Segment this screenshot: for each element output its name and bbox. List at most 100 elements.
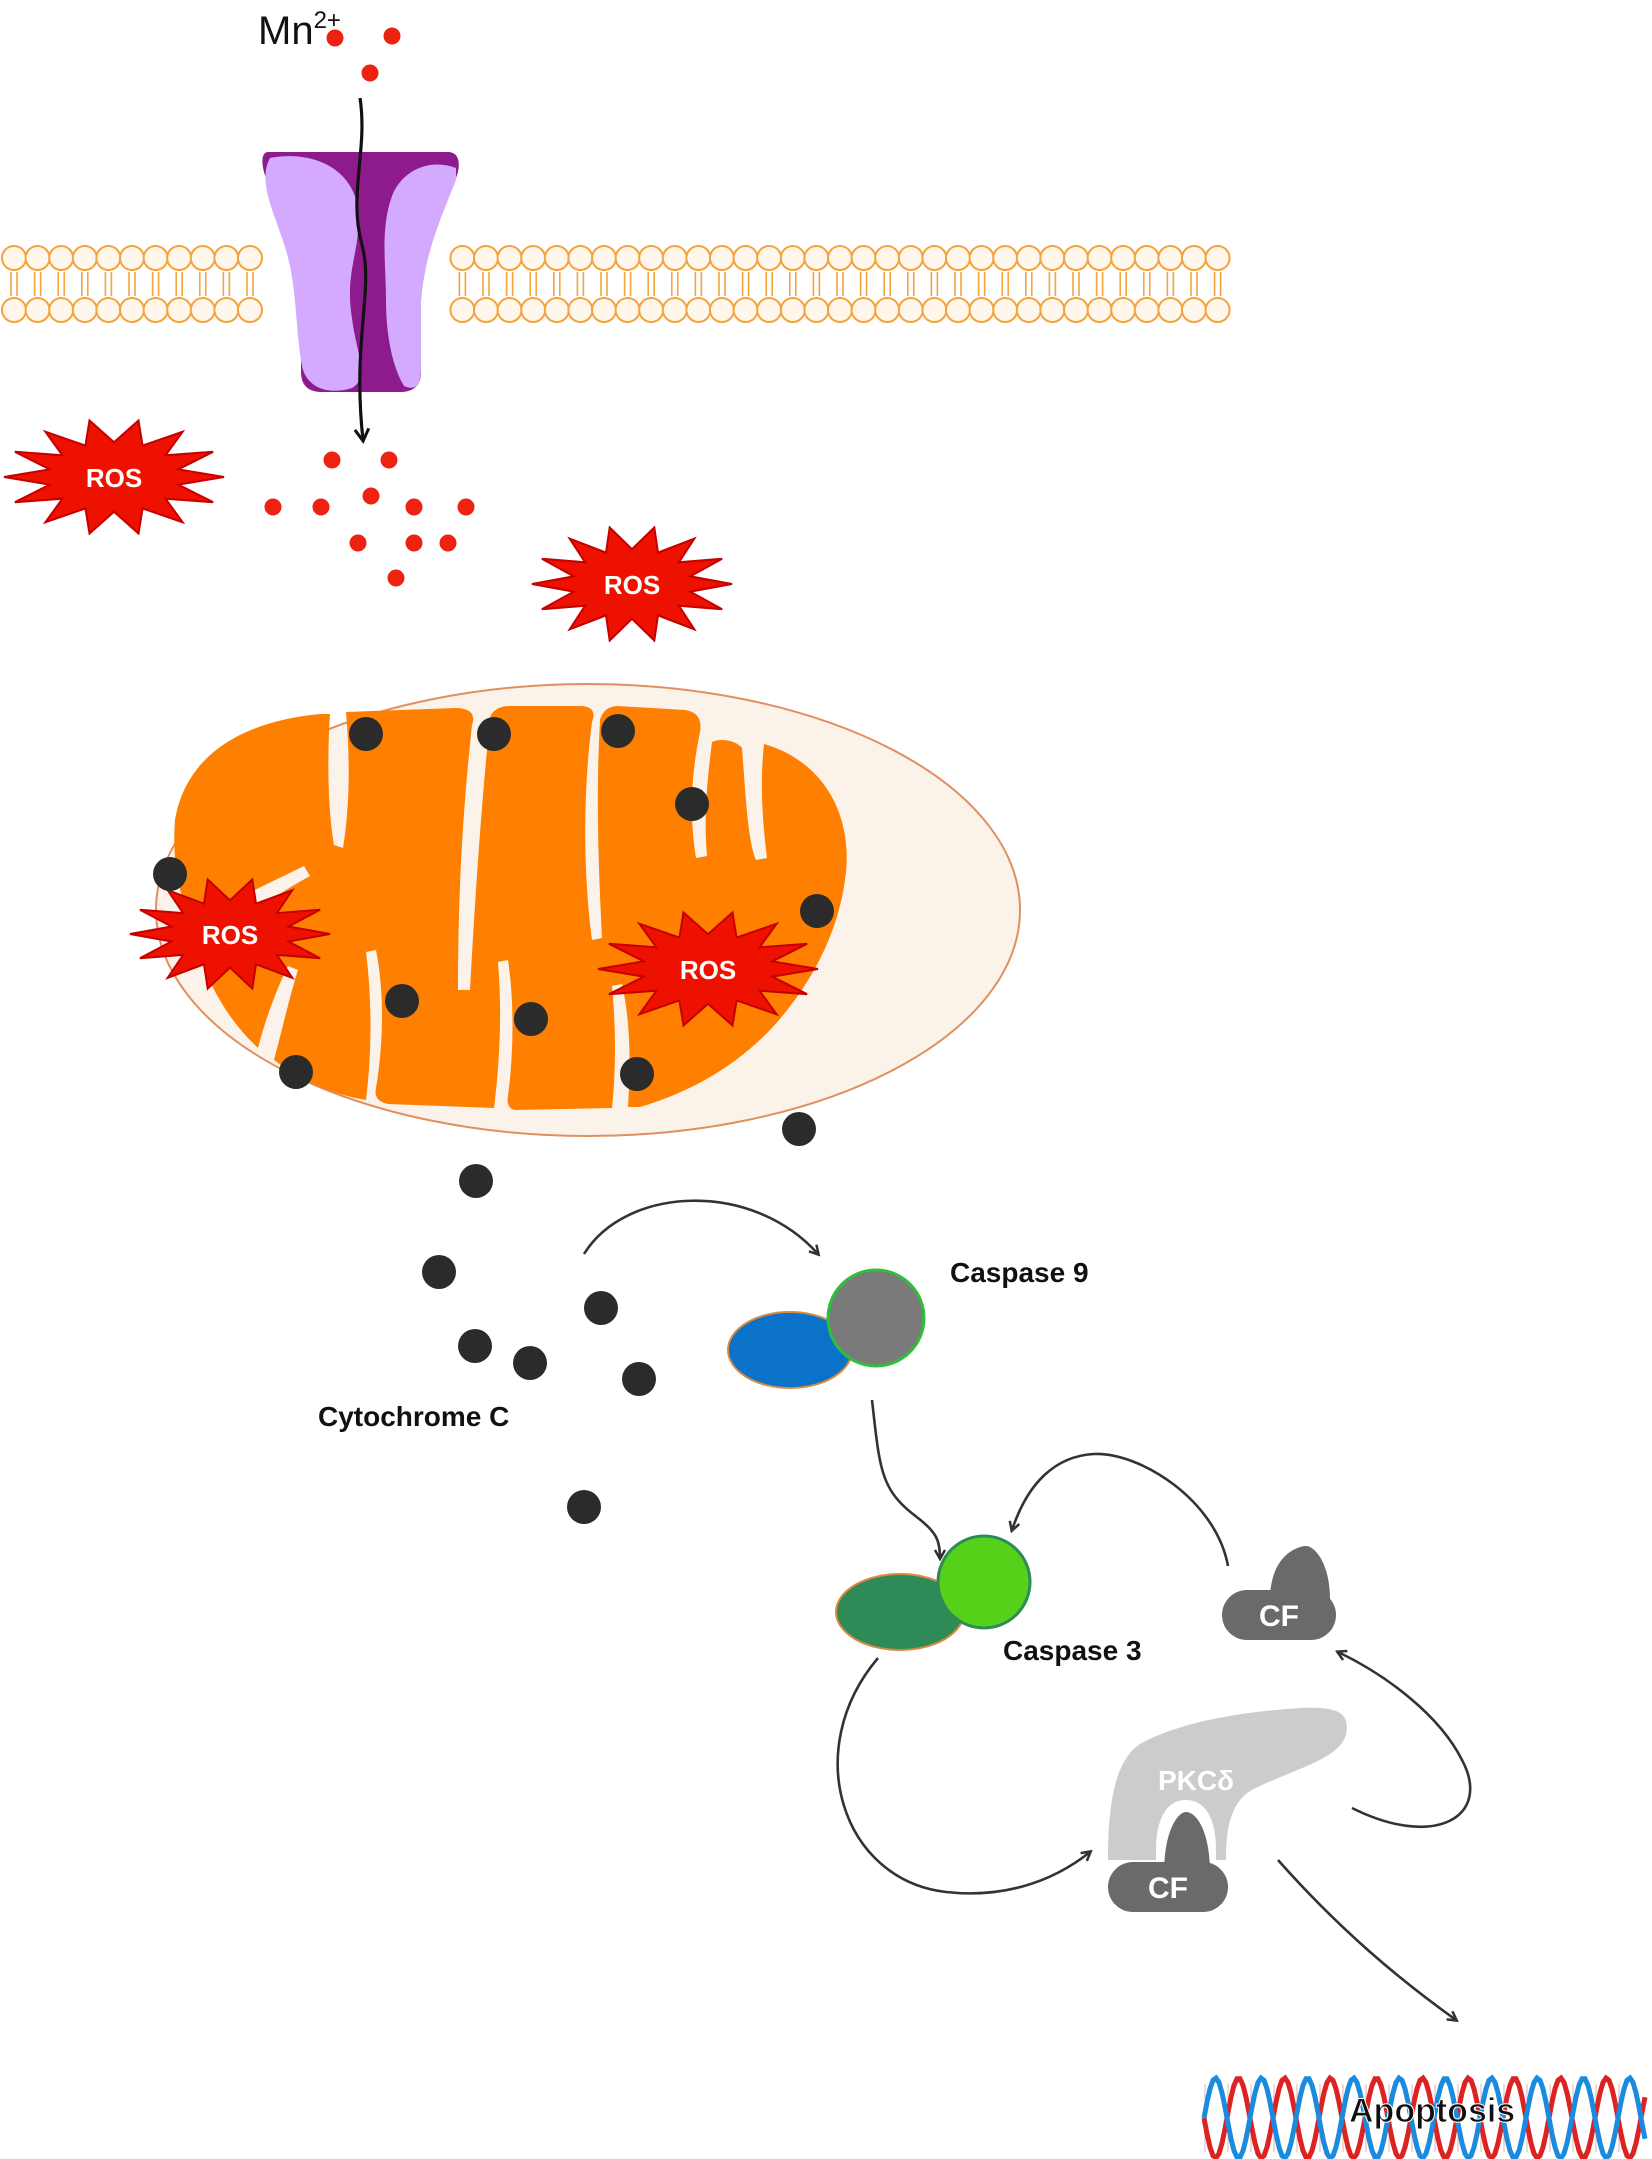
mn-ion [405, 498, 423, 516]
phospholipid-head [237, 297, 263, 323]
cytochrome-c [279, 1055, 313, 1089]
phospholipid-head [709, 297, 735, 323]
phospholipid-head [992, 245, 1019, 271]
pkc-delta-label: PKCδ [1158, 1765, 1234, 1796]
mn-ion [361, 64, 379, 82]
phospholipid-head [1086, 245, 1113, 271]
ion-label: Mn2+ [258, 7, 341, 53]
phospholipid-head [756, 297, 783, 323]
phospholipid-head [827, 245, 853, 271]
phospholipid-head [189, 297, 216, 323]
cytochrome-c [620, 1057, 654, 1091]
ion-channel [262, 152, 459, 392]
phospholipid-head [732, 297, 759, 323]
phospholipid-head [71, 297, 98, 323]
phospholipid-head [1086, 297, 1113, 323]
phospholipid-head [1181, 297, 1207, 323]
phospholipid-head [897, 297, 924, 323]
phospholipid-head [1133, 245, 1160, 271]
catalytic-fragment-bound [1108, 1812, 1228, 1912]
phospholipid-head [48, 245, 75, 271]
cell-membrane [1, 245, 1231, 323]
cytochrome-c [782, 1112, 816, 1146]
phospholipid-head [732, 245, 759, 271]
apoptosis-label: Apoptosis [1349, 2092, 1515, 2130]
arrow-pkc-to-apoptosis [1277, 1859, 1456, 2020]
cytochrome-c [349, 717, 383, 751]
cytochrome-c-label: Cytochrome C [318, 1401, 509, 1432]
arrow-cf-to-caspase3 [1012, 1452, 1230, 1567]
phospholipid-head [614, 245, 641, 271]
cytochrome-c [514, 1002, 548, 1036]
mn-ion [405, 534, 423, 552]
phospholipid-head [543, 245, 570, 271]
caspase-9 [727, 1268, 926, 1389]
phospholipid-head [520, 245, 547, 271]
cytochrome-c [458, 1329, 492, 1363]
mn-ion [383, 27, 401, 45]
ion-transport-arrow [357, 97, 366, 440]
arrow-pkc-to-cf [1338, 1652, 1472, 1828]
phospholipid-head [968, 297, 995, 323]
phospholipid-head [1133, 297, 1160, 323]
arrow-caspase9-to-caspase3 [870, 1399, 940, 1558]
mn-ion [380, 451, 398, 469]
ros-burst: ROS [531, 525, 733, 643]
phospholipid-head [921, 297, 948, 323]
dna-double-helix [1201, 2074, 1648, 2159]
phospholipid-head [1015, 297, 1042, 323]
phospholipid-head [779, 245, 806, 271]
phospholipid-head [1039, 245, 1066, 271]
phospholipid-head [119, 297, 145, 323]
phospholipid-head [638, 297, 665, 323]
cytochrome-c [584, 1291, 618, 1325]
cytochrome-c [800, 894, 834, 928]
ros-burst: ROS [129, 877, 331, 991]
phospholipid-head [1157, 245, 1184, 271]
phospholipid-head [496, 245, 523, 271]
cytochrome-c [513, 1346, 547, 1380]
phospholipid-head [449, 297, 476, 323]
phospholipid-head [709, 245, 735, 271]
caspase-3-subunit-b [936, 1534, 1032, 1630]
mn-ion [326, 29, 344, 47]
caspase-9-subunit-b [826, 1268, 926, 1368]
phospholipid-head [756, 245, 783, 271]
phospholipid-head [1204, 297, 1231, 323]
ros-burst: ROS [597, 910, 819, 1028]
phospholipid-head [1015, 245, 1042, 271]
phospholipid-head [213, 297, 240, 323]
cytochrome-c-molecules [153, 714, 834, 1524]
cytochrome-c [477, 717, 511, 751]
ros-label: ROS [202, 920, 258, 950]
phospholipid-head [1110, 245, 1137, 271]
phospholipid-head [661, 297, 688, 323]
phospholipid-head [850, 245, 877, 271]
phospholipid-head [945, 245, 971, 271]
cf-bound-label: CF [1148, 1872, 1188, 1905]
mn-ion [387, 569, 405, 587]
phospholipid-head [897, 245, 924, 271]
phospholipid-head [685, 297, 712, 323]
phospholipid-head [874, 245, 901, 271]
phospholipid-head [921, 245, 948, 271]
dna-strand-blue [1201, 2074, 1648, 2159]
mn-ion [457, 498, 475, 516]
phospholipid-head [1204, 245, 1231, 271]
phospholipid-head [803, 245, 830, 271]
channel-left-lobe [265, 156, 361, 391]
phospholipid-head [614, 297, 641, 323]
phospholipid-head [95, 297, 122, 323]
phospholipid-head [473, 297, 499, 323]
phospholipid-head [24, 297, 51, 323]
phospholipid-head [591, 297, 617, 323]
phospholipid-head [142, 245, 169, 271]
phospholipid-head [213, 245, 240, 271]
phospholipid-head [449, 245, 476, 271]
caspase-3 [835, 1534, 1032, 1651]
phospholipid-head [520, 297, 547, 323]
manganese-ions [264, 27, 475, 587]
mn-ion [312, 498, 330, 516]
phospholipid-head [850, 297, 877, 323]
